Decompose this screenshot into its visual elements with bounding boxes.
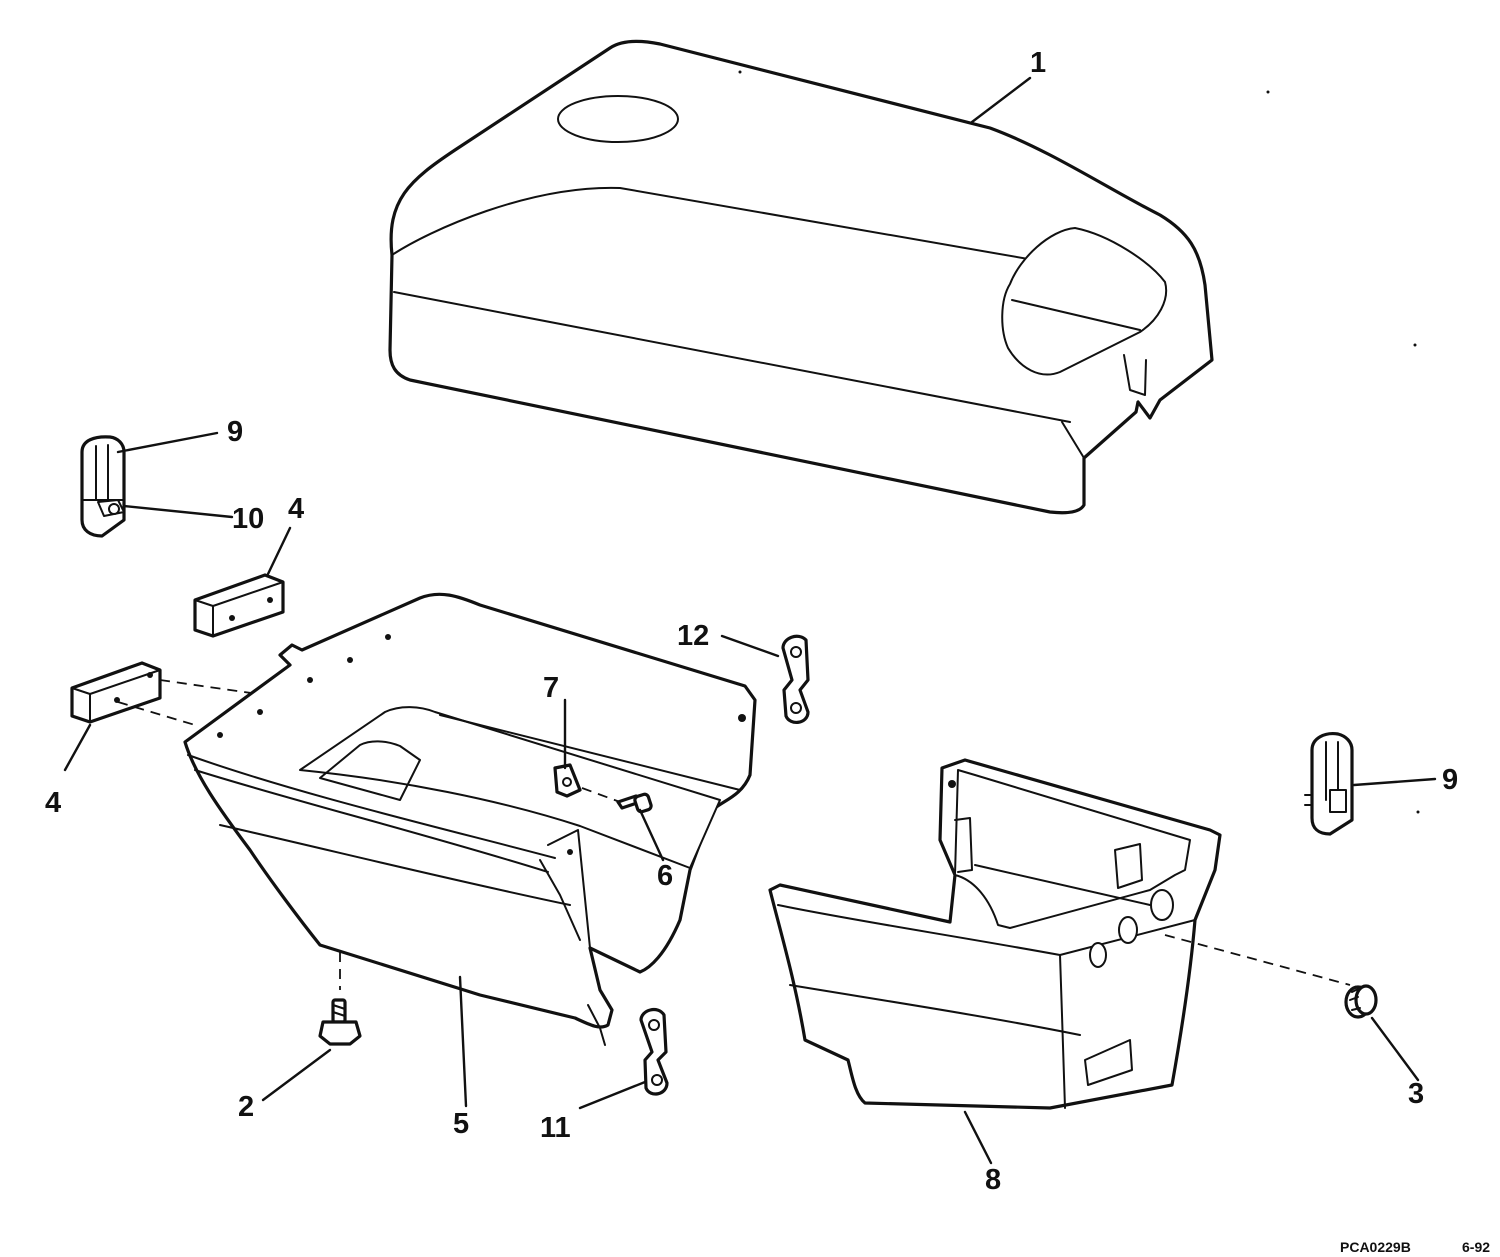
callout-12: 12 <box>677 620 709 652</box>
drawing-code: PCA0229B <box>1340 1239 1411 1255</box>
callout-2: 2 <box>238 1091 254 1123</box>
date-code: 6-92 <box>1462 1239 1490 1255</box>
callout-7: 7 <box>543 672 559 704</box>
top-cover-part-1 <box>388 39 1214 515</box>
callouts: 1 2 3 4 4 5 6 7 8 9 9 10 11 12 <box>45 47 1458 1196</box>
callout-1: 1 <box>1030 47 1046 79</box>
callout-4-lower: 4 <box>45 787 61 819</box>
nut-clip-part-7 <box>553 763 582 798</box>
callout-11: 11 <box>540 1112 571 1144</box>
callout-5: 5 <box>453 1108 469 1140</box>
bolt-part-2 <box>318 998 362 1046</box>
latch-spring-part-10 <box>97 499 125 517</box>
bumper-part-4-upper <box>193 573 285 638</box>
callout-9-right: 9 <box>1442 764 1458 796</box>
inner-rim <box>954 769 1191 929</box>
plug-part-3 <box>1344 984 1378 1019</box>
lower-left-cover-part-5 <box>183 592 757 1046</box>
rear-air-intake <box>1001 227 1168 376</box>
callout-6: 6 <box>657 860 673 892</box>
hinge-bracket-part-12 <box>781 634 810 724</box>
latch-part-9-right <box>1304 732 1354 836</box>
bumper-part-4-lower <box>70 661 162 724</box>
callout-10: 10 <box>232 503 264 535</box>
lower-right-cover-part-8 <box>768 758 1222 1110</box>
leader-lines <box>63 76 1437 1165</box>
callout-4-upper: 4 <box>288 493 304 525</box>
screw-part-6 <box>616 792 653 814</box>
hinge-bracket-part-11 <box>639 1007 669 1096</box>
callout-3: 3 <box>1408 1078 1424 1110</box>
inner-cavity <box>299 706 721 869</box>
callout-8: 8 <box>985 1164 1001 1196</box>
callout-9-left: 9 <box>227 416 243 448</box>
fuel-cap-opening <box>557 95 679 143</box>
